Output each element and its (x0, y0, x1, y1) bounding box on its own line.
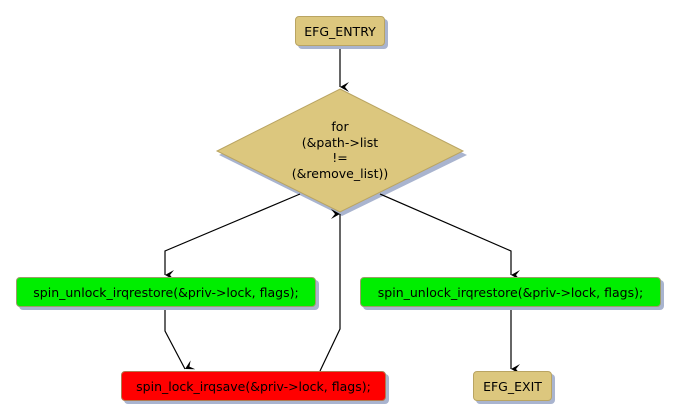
unlock-right-label: spin_unlock_irqrestore(&priv->lock, flag… (377, 284, 644, 300)
unlock-left-node: spin_unlock_irqrestore(&priv->lock, flag… (16, 277, 316, 307)
edge-unlock-left-to-lock (164, 307, 196, 370)
edge-lock-to-loop (319, 209, 341, 372)
lock-node: spin_lock_irqsave(&priv->lock, flags); (121, 371, 386, 401)
lock-label: spin_lock_irqsave(&priv->lock, flags); (136, 378, 371, 394)
loop-line-4: (&remove_list)) (291, 165, 389, 181)
entry-node: EFG_ENTRY (295, 16, 385, 46)
edge-loop-to-unlock-left (164, 193, 301, 280)
unlock-right-node: spin_unlock_irqrestore(&priv->lock, flag… (360, 277, 661, 307)
exit-label: EFG_EXIT (483, 378, 542, 394)
decision-diamond (215, 88, 465, 213)
exit-node: EFG_EXIT (473, 371, 552, 401)
loop-line-1: for (331, 119, 349, 134)
edge-loop-to-unlock-right (379, 193, 520, 280)
unlock-left-label: spin_unlock_irqrestore(&priv->lock, flag… (33, 284, 299, 300)
entry-label: EFG_ENTRY (304, 23, 376, 39)
loop-condition-label: for (&path->list != (&remove_list)) (240, 119, 440, 181)
loop-line-2: (&path->list (301, 134, 379, 150)
loop-line-3: != (332, 150, 348, 165)
